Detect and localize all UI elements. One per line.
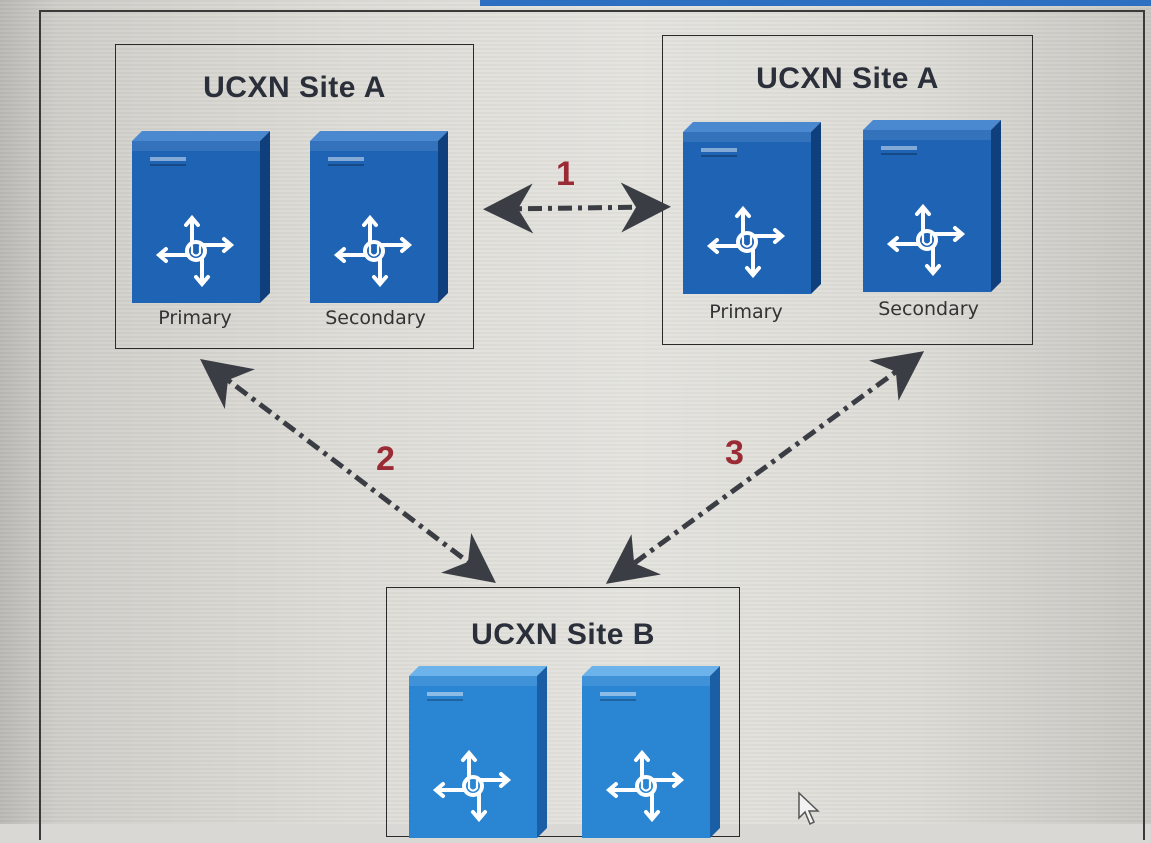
server-primary [407, 666, 547, 843]
server-label-secondary: Secondary [325, 307, 426, 329]
server-icon [683, 122, 821, 294]
connection-arrows [200, 182, 925, 584]
server-secondary [308, 131, 448, 308]
unity-connection-icon [432, 749, 512, 823]
link-number-1: 1 [556, 155, 575, 193]
link-arrow-1 [483, 182, 671, 234]
server-icon [863, 120, 1001, 292]
site-box-top-right: UCXN Site A Primary Secondary [662, 35, 1033, 345]
server-label-primary: Primary [158, 307, 232, 329]
link-arrow-2 [200, 358, 496, 584]
server-primary [130, 131, 270, 308]
unity-connection-icon [155, 214, 235, 288]
server-label-primary: Primary [709, 301, 783, 323]
site-title: UCXN Site A [756, 62, 939, 95]
unity-connection-icon [706, 205, 786, 279]
server-icon [310, 131, 448, 303]
site-title: UCXN Site B [471, 618, 655, 651]
unity-connection-icon [605, 749, 685, 823]
server-secondary [861, 120, 1001, 297]
unity-connection-icon [333, 214, 413, 288]
server-primary [681, 122, 821, 299]
site-box-bottom: UCXN Site B [386, 587, 740, 838]
link-number-3: 3 [725, 434, 744, 472]
unity-connection-icon [886, 203, 966, 277]
server-icon [409, 666, 547, 838]
diagram-frame [39, 10, 1145, 840]
site-title: UCXN Site A [203, 71, 386, 104]
server-icon [132, 131, 270, 303]
mouse-cursor-icon [798, 791, 820, 826]
site-box-top-left: UCXN Site A Primary Secondary [115, 44, 474, 349]
top-edge-strip [480, 0, 1151, 6]
link-arrow-3 [605, 351, 925, 584]
link-number-2: 2 [376, 440, 395, 478]
server-secondary [580, 666, 720, 843]
server-label-secondary: Secondary [878, 298, 979, 320]
server-icon [582, 666, 720, 838]
